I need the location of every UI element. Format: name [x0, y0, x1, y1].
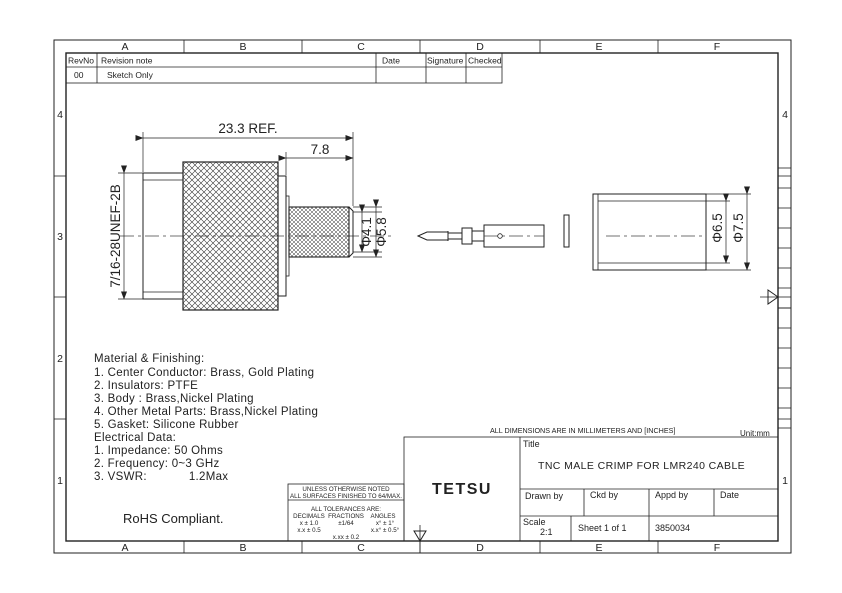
- revision-table: RevNo Revision note Date Signature Check…: [65, 52, 503, 84]
- note-line-4: 4. Other Metal Parts: Brass,Nickel Plati…: [94, 406, 318, 418]
- zone-row-2-left: 2: [57, 353, 63, 365]
- zone-col-f-top: F: [714, 41, 720, 53]
- crimp-length-label: 7.8: [311, 142, 330, 157]
- dim-crimp-diameters: Φ4.1 Φ5.8: [353, 199, 389, 258]
- tol-line-2: ALL SURFACES FINISHED TO 64/MAX.: [290, 493, 402, 500]
- tol-dec-2: x.x ± 0.5: [297, 527, 321, 534]
- zone-col-d-bottom: D: [476, 542, 484, 554]
- unit-label: Unit:mm: [740, 429, 770, 438]
- tol-ang-1: x° ± 1°: [376, 520, 395, 527]
- tol-col-fractions: FRACTIONS: [328, 513, 364, 520]
- dim-ferrule-diameters: Φ6.5 Φ7.5: [706, 186, 751, 271]
- crimp-ferrule: [592, 193, 707, 271]
- rev-header-note: Revision note: [101, 56, 153, 66]
- company-logo: TETSU: [432, 481, 492, 498]
- drawing-number: 3850034: [655, 523, 690, 533]
- tol-col-decimals: DECIMALS: [293, 513, 325, 520]
- date-label: Date: [720, 490, 739, 500]
- gasket: [563, 214, 570, 248]
- sheet-number: Sheet 1 of 1: [578, 523, 627, 533]
- note-line-9: 3. VSWR: 1.2Max: [94, 471, 228, 483]
- tol-frac: ±1/64: [338, 520, 354, 527]
- overall-length-label: 23.3 REF.: [218, 121, 277, 136]
- drawing-title: TNC MALE CRIMP FOR LMR240 CABLE: [538, 460, 745, 472]
- tol-ang-2: x.x° ± 0.5°: [371, 527, 400, 534]
- scale-value: 2:1: [540, 527, 553, 537]
- dim-thread: 7/16-28UNEF-2B: [108, 165, 143, 300]
- rev-row-revno: 00: [74, 70, 84, 80]
- center-pin: [416, 224, 545, 248]
- ferrule-inner-dia-label: Φ6.5: [710, 213, 725, 243]
- rev-header-revno: RevNo: [68, 56, 94, 66]
- note-line-7: 1. Impedance: 50 Ohms: [94, 445, 223, 457]
- title-block: ALL DIMENSIONS ARE IN MILLIMETERS AND [I…: [403, 426, 779, 542]
- note-line-1: 1. Center Conductor: Brass, Gold Plating: [94, 367, 314, 379]
- zone-row-4-left: 4: [57, 109, 63, 121]
- zone-labels: A B C D E F A B C D E F 4 3 2 1 4 1: [57, 41, 788, 554]
- tolerance-block: UNLESS OTHERWISE NOTED ALL SURFACES FINI…: [287, 483, 405, 542]
- zone-row-3-left: 3: [57, 231, 63, 243]
- zone-col-a-bottom: A: [121, 542, 128, 554]
- zone-col-c-bottom: C: [357, 542, 365, 554]
- drawn-by-label: Drawn by: [525, 491, 564, 501]
- zone-col-e-bottom: E: [595, 542, 602, 554]
- tol-dec-1: x ± 1.0: [300, 520, 319, 527]
- note-line-5: 5. Gasket: Silicone Rubber: [94, 419, 239, 431]
- rev-header-checked: Checked: [468, 56, 502, 66]
- scale-label: Scale: [523, 517, 546, 527]
- tol-line-3: ALL TOLERANCES ARE:: [311, 506, 381, 513]
- material-notes: Material & Finishing: 1. Center Conducto…: [94, 353, 318, 483]
- rohs-note: RoHS Compliant.: [123, 511, 223, 526]
- rev-header-signature: Signature: [427, 56, 464, 66]
- tol-line-1: UNLESS OTHERWISE NOTED: [302, 486, 390, 493]
- zone-col-f-bottom: F: [714, 542, 720, 554]
- zone-col-e-top: E: [595, 41, 602, 53]
- zone-col-b-top: B: [239, 41, 246, 53]
- zone-col-c-top: C: [357, 41, 365, 53]
- connector-side-view: [120, 161, 392, 311]
- note-line-0: Material & Finishing:: [94, 353, 204, 365]
- appd-by-label: Appd by: [655, 490, 689, 500]
- zone-col-a-top: A: [121, 41, 128, 53]
- dim-crimp-length: 7.8: [278, 142, 354, 175]
- zone-row-4-right: 4: [782, 109, 788, 121]
- note-line-8: 2. Frequency: 0~3 GHz: [94, 458, 220, 470]
- thread-label: 7/16-28UNEF-2B: [108, 184, 123, 288]
- rev-header-date: Date: [382, 56, 400, 66]
- zone-col-b-bottom: B: [239, 542, 246, 554]
- note-line-2: 2. Insulators: PTFE: [94, 380, 198, 392]
- crimp-inner-dia-label: Φ4.1: [359, 217, 374, 247]
- dim-overall-length: 23.3 REF.: [135, 121, 354, 206]
- note-line-6: Electrical Data:: [94, 432, 176, 444]
- rev-row-note: Sketch Only: [107, 70, 154, 80]
- ckd-by-label: Ckd by: [590, 490, 619, 500]
- zone-row-1-left: 1: [57, 475, 63, 487]
- crimp-outer-dia-label: Φ5.8: [374, 217, 389, 247]
- note-line-3: 3. Body : Brass,Nickel Plating: [94, 393, 254, 405]
- zone-col-d-top: D: [476, 41, 484, 53]
- tol-dec-3: x.xx ± 0.2: [333, 534, 360, 541]
- title-label: Title: [523, 439, 540, 449]
- zone-row-1-right: 1: [782, 475, 788, 487]
- dimensions-note: ALL DIMENSIONS ARE IN MILLIMETERS AND [I…: [490, 426, 675, 435]
- tol-col-angles: ANGLES: [370, 513, 395, 520]
- ferrule-outer-dia-label: Φ7.5: [731, 213, 746, 243]
